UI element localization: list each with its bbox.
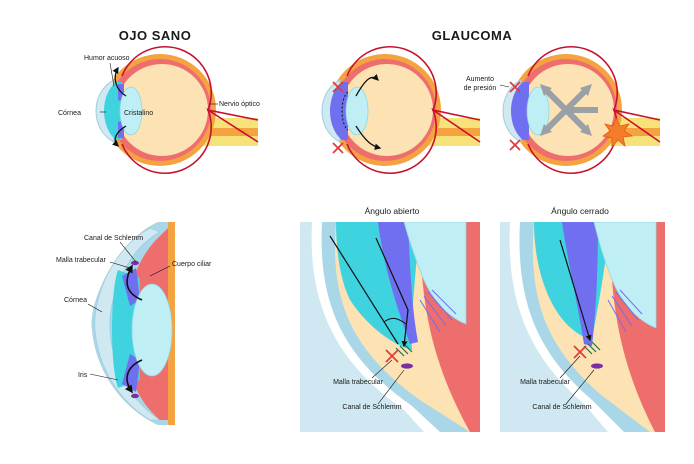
cross-mark-icon (385, 349, 399, 363)
label-schlemm-canal: Canal de Schlemm (84, 235, 143, 242)
label-open-schlemm: Canal de Schlemm (342, 404, 401, 411)
open-angle-subtitle: Ángulo abierto (365, 206, 420, 216)
healthy-anterior-detail (87, 222, 175, 425)
label-ciliary-body: Cuerpo ciliar (172, 261, 212, 268)
label-open-mesh: Malla trabecular (333, 379, 383, 386)
closed-angle-subtitle: Ángulo cerrado (551, 206, 609, 216)
glaucoma-title: GLAUCOMA (432, 28, 513, 43)
open-angle-detail (300, 222, 480, 432)
label-cornea-detail: Córnea (64, 297, 87, 304)
label-closed-schlemm: Canal de Schlemm (532, 404, 591, 411)
pressure-arrows-icon (540, 84, 598, 136)
cross-mark-icon (332, 142, 344, 154)
label-pressure-line1: Aumento (466, 76, 494, 83)
starburst-icon (602, 117, 634, 149)
label-optic-nerve: Nervio óptico (219, 101, 260, 108)
label-iris: Iris (78, 372, 88, 379)
cross-mark-icon (509, 81, 521, 93)
healthy-eye (95, 45, 259, 175)
label-trabecular-mesh: Malla trabecular (56, 257, 106, 264)
cross-mark-icon (332, 81, 344, 93)
label-closed-mesh: Malla trabecular (520, 379, 570, 386)
cross-mark-icon (573, 345, 587, 359)
healthy-eye-title: OJO SANO (119, 28, 192, 43)
label-cornea: Córnea (58, 110, 81, 117)
glaucoma-eye-blocked (321, 45, 481, 175)
label-lens: Cristalino (124, 110, 153, 117)
label-pressure-line2: de presión (464, 85, 497, 92)
closed-angle-detail (500, 222, 665, 432)
cross-mark-icon (509, 139, 521, 151)
label-aqueous-humor: Humor acuoso (84, 55, 130, 62)
